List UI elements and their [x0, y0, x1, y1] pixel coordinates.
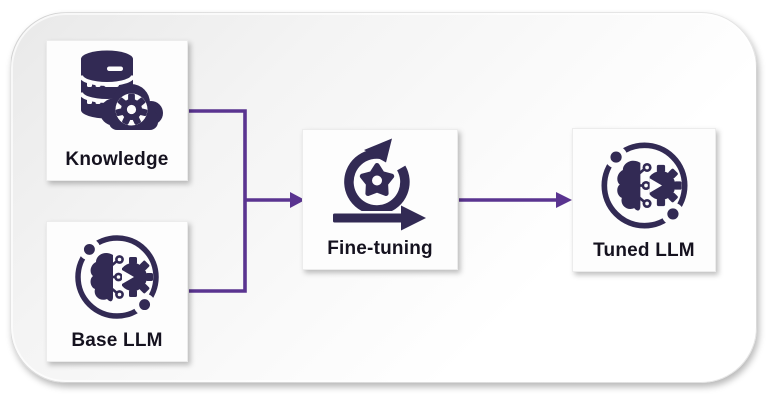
edge-knowledge-baseLLM-merge [189, 109, 247, 293]
node-base-llm: Base LLM [46, 221, 188, 362]
node-label-fine-tuning: Fine-tuning [327, 238, 433, 259]
node-label-knowledge: Knowledge [65, 149, 169, 170]
node-label-base-llm: Base LLM [71, 330, 163, 351]
database-gear-icon [47, 41, 187, 150]
node-knowledge: Knowledge [46, 40, 188, 181]
brain-circuit-gear-icon [47, 222, 187, 331]
node-label-tuned-llm: Tuned LLM [593, 240, 695, 261]
brain-circuit-gear-icon [573, 129, 715, 241]
iteration-loop-gear-icon [303, 130, 457, 239]
arrowhead-tuned-llm [556, 192, 572, 208]
arrowhead-fine-tuning [290, 192, 305, 208]
node-tuned-llm: Tuned LLM [572, 128, 716, 272]
node-fine-tuning: Fine-tuning [302, 129, 458, 270]
